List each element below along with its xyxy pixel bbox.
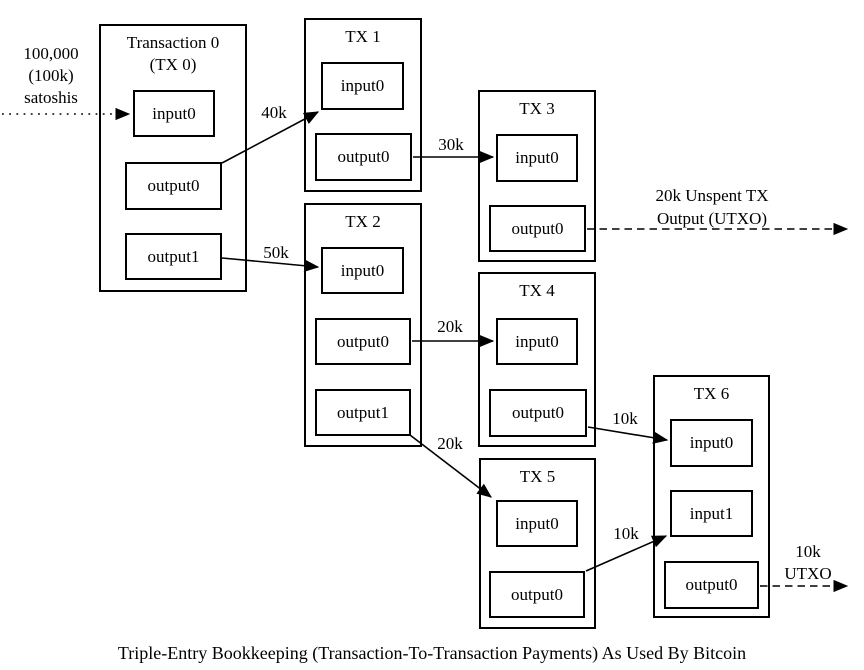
tx0-title-line2: (TX 0) xyxy=(149,55,197,74)
tx1-input0: input0 xyxy=(321,62,404,110)
tx3-utxo-note-line2: Output (UTXO) xyxy=(656,209,768,228)
tx0-input0: input0 xyxy=(133,90,215,137)
tx1-input0-label: input0 xyxy=(340,76,385,95)
tx0-title-line1: Transaction 0 xyxy=(126,33,220,52)
tx2-input0-label: input0 xyxy=(340,260,385,280)
tx5-output0-label: output0 xyxy=(511,584,563,604)
tx6-input0-label: input0 xyxy=(689,433,734,452)
tx6-utxo-note: 10k UTXO xyxy=(784,541,831,585)
tx0-input0-label: input0 xyxy=(152,103,196,123)
tx0-output1: output1 xyxy=(125,233,222,280)
tx0-box: Transaction 0 (TX 0) input0 output0 outp… xyxy=(99,24,247,292)
edge-label-40k: 40k xyxy=(261,103,287,122)
edge-label-20k-tx5: 20k xyxy=(437,434,463,453)
tx1-title: TX 1 xyxy=(345,27,381,46)
tx4-title: TX 4 xyxy=(519,281,555,300)
tx3-output0-label: output0 xyxy=(511,218,564,238)
edge-label-20k-tx4: 20k xyxy=(437,317,463,336)
funding-note: 100,000 (100k) satoshis xyxy=(23,43,78,109)
edge-label-10k-tx6-input0: 10k xyxy=(612,409,638,428)
tx5-title: TX 5 xyxy=(519,467,556,486)
edge-label-50k: 50k xyxy=(263,243,289,262)
figure-caption: Triple-Entry Bookkeeping (Transaction-To… xyxy=(117,643,747,663)
tx6-input1: input1 xyxy=(670,490,753,537)
tx5-box: TX 5 input0 output0 xyxy=(479,458,596,629)
tx4-input0-label: input0 xyxy=(515,331,559,351)
tx4-output0: output0 xyxy=(489,389,587,437)
tx5-output0: output0 xyxy=(489,571,585,618)
tx6-utxo-note-line2: UTXO xyxy=(784,564,832,583)
tx3-output0: output0 xyxy=(489,205,586,252)
tx0-output0: output0 xyxy=(125,162,222,210)
tx0-title: Transaction 0 (TX 0) xyxy=(101,32,245,76)
tx2-title: TX 2 xyxy=(345,212,381,231)
tx3-utxo-note-line1: 20k Unspent TX xyxy=(655,186,769,205)
tx0-output1-label: output1 xyxy=(147,246,200,266)
edge-label-10k-tx6-input1: 10k xyxy=(613,524,639,543)
tx4-output0-label: output0 xyxy=(512,403,564,422)
tx4-input0: input0 xyxy=(496,318,578,365)
tx4-box: TX 4 input0 output0 xyxy=(478,272,596,447)
tx5-input0-label: input0 xyxy=(515,513,559,533)
tx3-utxo-note: 20k Unspent TX Output (UTXO) xyxy=(655,184,768,230)
tx3-input0-label: input0 xyxy=(515,148,559,167)
tx1-output0-label: output0 xyxy=(337,147,390,166)
tx2-box: TX 2 input0 output0 output1 xyxy=(304,203,422,447)
funding-note-line1: 100,000 xyxy=(23,44,79,63)
tx1-box: TX 1 input0 output0 xyxy=(304,18,422,192)
tx6-output0: output0 xyxy=(664,561,759,609)
tx2-output1: output1 xyxy=(315,389,411,436)
tx6-output0-label: output0 xyxy=(685,575,738,594)
tx0-output0-label: output0 xyxy=(147,176,200,195)
tx6-input0: input0 xyxy=(670,419,753,467)
tx3-input0: input0 xyxy=(496,134,578,182)
tx2-output1-label: output1 xyxy=(337,402,389,422)
tx3-box: TX 3 input0 output0 xyxy=(478,90,596,262)
tx2-output0: output0 xyxy=(315,318,411,365)
tx6-utxo-note-line1: 10k xyxy=(795,542,821,561)
tx6-box: TX 6 input0 input1 output0 xyxy=(653,375,770,618)
funding-note-line3: satoshis xyxy=(24,88,78,107)
tx6-title: TX 6 xyxy=(693,384,730,403)
edge-label-30k: 30k xyxy=(438,135,464,154)
tx6-input1-label: input1 xyxy=(689,503,734,523)
tx2-input0: input0 xyxy=(321,247,404,294)
tx3-title: TX 3 xyxy=(519,99,555,118)
tx1-output0: output0 xyxy=(315,133,412,181)
funding-note-line2: (100k) xyxy=(28,66,74,85)
tx2-output0-label: output0 xyxy=(337,331,389,351)
tx5-input0: input0 xyxy=(496,500,578,547)
